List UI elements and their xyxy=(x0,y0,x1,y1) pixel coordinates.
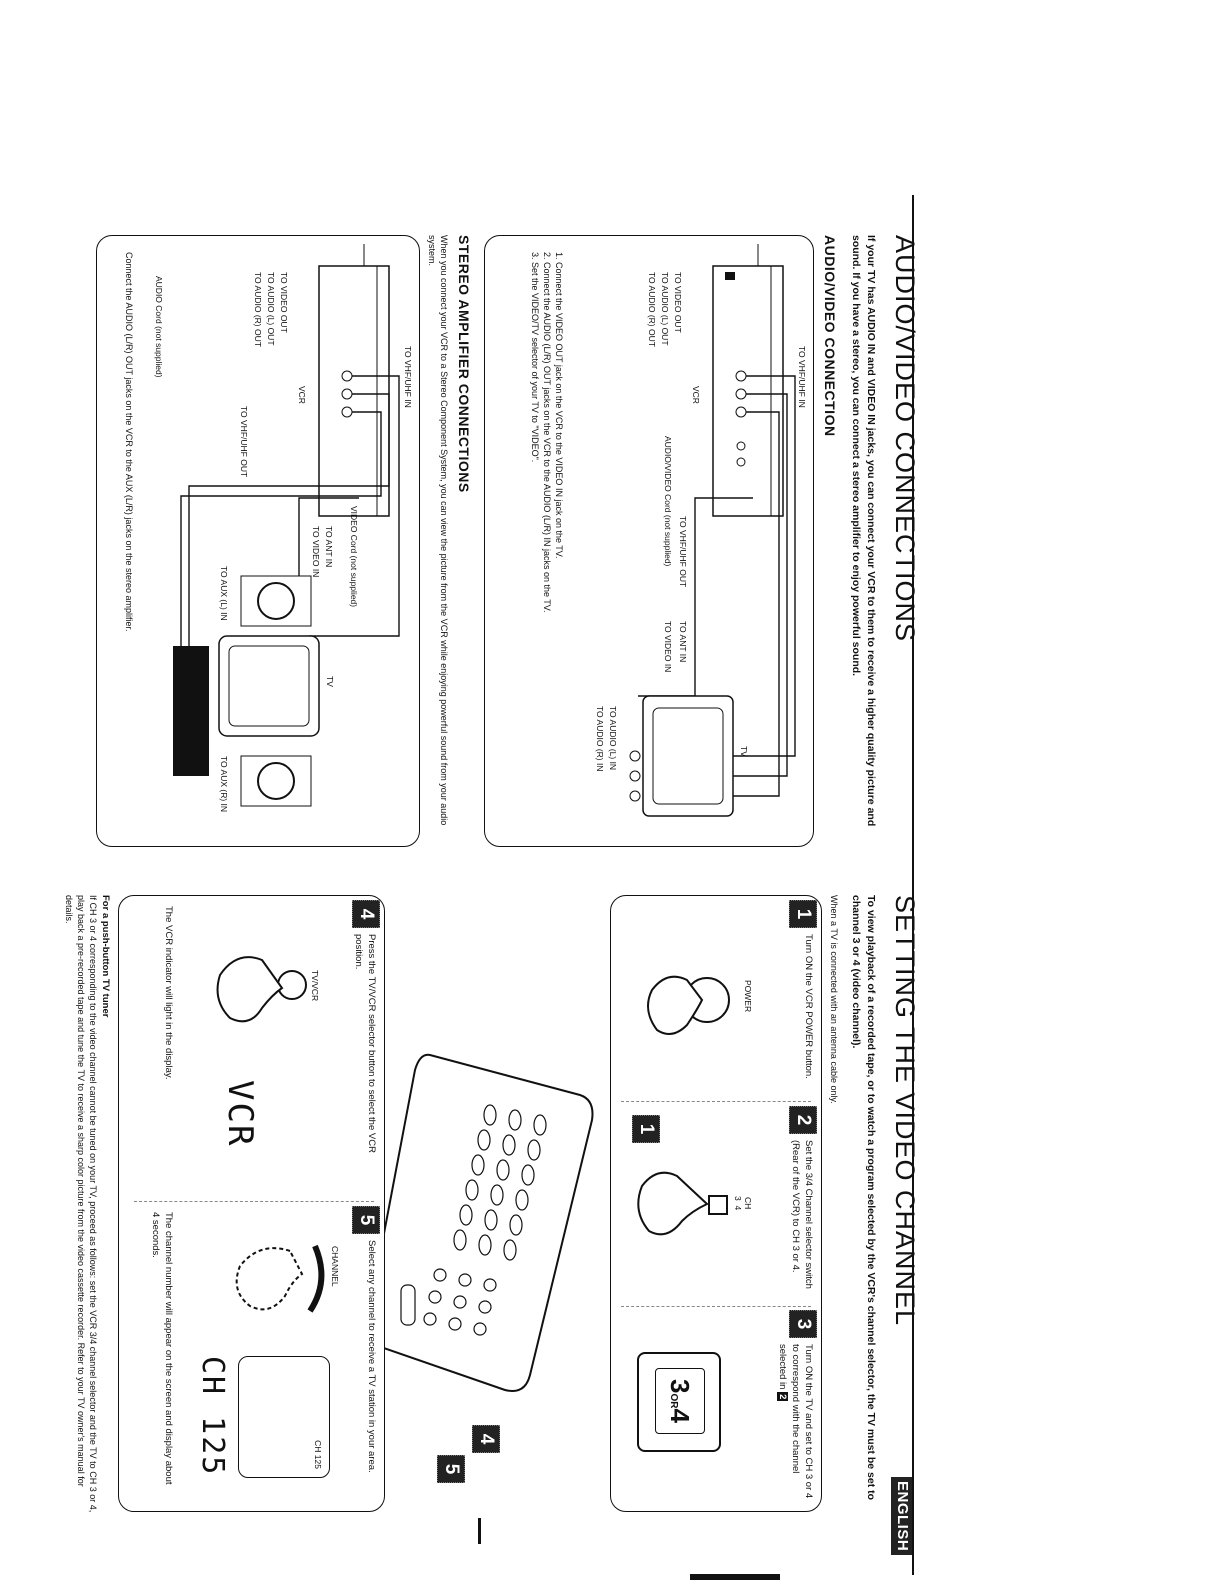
channel-button-icon xyxy=(235,1244,325,1313)
remote-callout-4: 4 xyxy=(472,1425,500,1453)
av-step-1: 1. Connect the VIDEO OUT jack on the VCR… xyxy=(554,252,564,559)
remote-control-icon xyxy=(364,1053,594,1392)
label-to-video-in: TO VIDEO IN xyxy=(311,526,321,578)
tv-screen-osd: CH 125 xyxy=(238,1356,330,1478)
step-note: The VCR indicator will light in the disp… xyxy=(163,906,174,1080)
label-to-audio-r-out: TO AUDIO (R) OUT xyxy=(647,272,657,347)
left-page: AUDIO/VIDEO CONNECTIONS If your TV has A… xyxy=(80,235,920,875)
stereo-note: Connect the AUDIO (L/R) OUT jacks on the… xyxy=(124,252,134,632)
steps-box-bottom: 4 Press the TV/VCR selector button to se… xyxy=(118,895,385,1512)
label-av-cord: AUDIO/VIDEO Cord (not supplied) xyxy=(663,436,673,567)
label-to-aux-l-in: TO AUX (L) IN xyxy=(219,566,229,621)
label-to-audio-r-out: TO AUDIO (R) OUT xyxy=(253,272,263,347)
page-title-video-channel: SETTING THE VIDEO CHANNEL xyxy=(890,895,920,1327)
label-to-vhf-uhf-in: TO VHF/UHF IN xyxy=(797,346,807,408)
pushbutton-tuner-section: For a push-button TV tuner If CH 3 or 4 … xyxy=(63,895,112,1515)
tv-screen-icon: 3OR4 xyxy=(637,1352,721,1452)
step-3-text: Turn ON the TV and set to CH 3 or 4 to c… xyxy=(777,1344,814,1499)
page-title: AUDIO/VIDEO CONNECTIONS xyxy=(890,235,920,643)
steps-box-top: 1 Turn ON the VCR POWER button. POWER 2 … xyxy=(610,895,822,1512)
vcr-shape xyxy=(712,265,784,517)
label-to-ant-in: TO ANT IN xyxy=(678,621,688,663)
rotated-manual-page: AUDIO/VIDEO CONNECTIONS If your TV has A… xyxy=(64,215,920,1556)
step-text: Turn ON the TV and set to CH 3 or 4 to c… xyxy=(776,1344,815,1502)
scan-mark xyxy=(478,1518,481,1544)
tv-vcr-button-icon xyxy=(216,956,307,1023)
label-to-video-out: TO VIDEO OUT xyxy=(279,272,289,333)
tv-screen-channel: 3OR4 xyxy=(655,1368,705,1434)
step-text: Turn ON the VCR POWER button. xyxy=(803,934,814,1079)
label-to-ant-in: TO ANT IN xyxy=(324,526,334,568)
step-badge: 1 xyxy=(789,900,817,928)
screen-or: OR xyxy=(668,1393,679,1409)
label-to-audio-l-out: TO AUDIO (L) OUT xyxy=(266,272,276,346)
vcr-display-indicator: VCR xyxy=(220,1080,260,1148)
channel-display: CH 125 xyxy=(195,1356,230,1477)
osd-channel-number: CH 125 xyxy=(313,1440,323,1469)
step-badge: 3 xyxy=(789,1310,817,1338)
stereo-diagram-svg xyxy=(173,244,400,807)
right-page: SETTING THE VIDEO CHANNEL To view playba… xyxy=(64,895,920,1535)
stereo-connection-diagram: TO VHF/UHF IN VCR TO VIDEO OUT TO AUDIO … xyxy=(96,235,420,847)
ch-switch-icon xyxy=(637,1171,728,1236)
label-to-audio-l-out: TO AUDIO (L) OUT xyxy=(660,272,670,346)
label-tv: TV xyxy=(325,676,335,687)
label-to-vhf-uhf-out: TO VHF/UHF OUT xyxy=(678,516,688,588)
screen-ch-4: 4 xyxy=(665,1408,695,1423)
pushbutton-text: If CH 3 or 4 corresponding to the video … xyxy=(64,895,98,1513)
page-rule xyxy=(912,195,914,1575)
stereo-intro: When you connect your VCR to a Stereo Co… xyxy=(427,235,449,826)
label-to-video-out: TO VIDEO OUT xyxy=(673,272,683,333)
power-button-icon xyxy=(647,975,730,1035)
av-diagram-svg xyxy=(629,244,796,817)
label-to-audio-l-in: TO AUDIO (L) IN xyxy=(608,706,618,771)
step-text: Select any channel to receive a TV stati… xyxy=(366,1240,377,1473)
section-heading-stereo: STEREO AMPLIFIER CONNECTIONS xyxy=(456,235,472,493)
step-note: The channel number will appear on the sc… xyxy=(150,1212,174,1485)
step-badge: 2 xyxy=(789,1106,817,1134)
av-connection-diagram: TO VHF/UHF IN VCR TO VIDEO OUT TO AUDIO … xyxy=(484,235,814,847)
label-audio-cord: AUDIO Cord (not supplied) xyxy=(154,276,164,378)
channel-label: CHANNEL xyxy=(330,1246,340,1287)
label-to-audio-r-in: TO AUDIO (R) IN xyxy=(595,706,605,772)
intro-text-video-channel: To view playback of a recorded tape, or … xyxy=(850,895,877,1501)
label-video-cord: VIDEO Cord (not supplied) xyxy=(349,506,359,608)
step-text: Set the 3/4 Channel selector switch (Rea… xyxy=(790,1140,814,1289)
remote-callout-1: 1 xyxy=(632,1115,660,1143)
label-to-video-in: TO VIDEO IN xyxy=(663,621,673,673)
av-step-2: 2. Connect the AUDIO (L/R) OUT jacks on … xyxy=(542,252,552,613)
av-steps: 1. Connect the VIDEO OUT jack on the VCR… xyxy=(529,252,565,832)
label-tv: TV xyxy=(739,746,749,757)
av-step-3: 3. Set the VIDEO/TV selector of your TV … xyxy=(530,252,540,463)
pushbutton-heading: For a push-button TV tuner xyxy=(100,895,111,1018)
section-heading: AUDIO/VIDEO CONNECTION xyxy=(822,235,838,437)
antenna-note: When a TV is connected with an antenna c… xyxy=(829,895,839,1104)
label-vcr: VCR xyxy=(691,386,701,404)
label-vcr: VCR xyxy=(297,386,307,404)
label-to-vhf-uhf-in: TO VHF/UHF IN xyxy=(403,346,413,408)
label-to-aux-r-in: TO AUX (R) IN xyxy=(219,756,229,813)
screen-ch-3: 3 xyxy=(665,1379,695,1394)
language-tab: ENGLISH xyxy=(891,1477,914,1556)
intro-text: If your TV has AUDIO IN and VIDEO IN jac… xyxy=(850,235,877,827)
remote-callout-5: 5 xyxy=(437,1455,465,1483)
label-to-vhf-uhf-out: TO VHF/UHF OUT xyxy=(239,406,249,478)
step-text: Press the TV/VCR selector button to sele… xyxy=(353,934,377,1153)
step-badge: 4 xyxy=(352,900,380,928)
scan-mark xyxy=(690,1574,780,1580)
step-badge: 5 xyxy=(352,1206,380,1234)
step-ref-badge: 2 xyxy=(777,1392,788,1402)
